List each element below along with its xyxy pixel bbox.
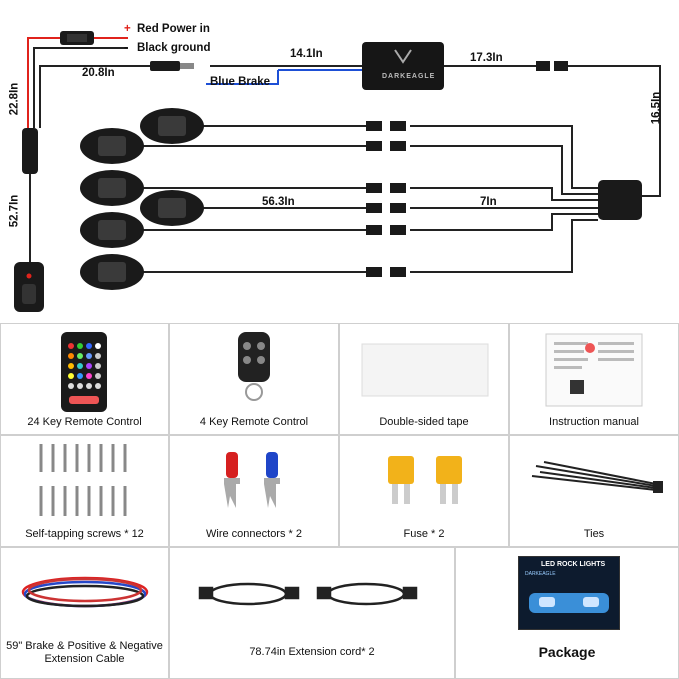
manual-icon [545, 333, 643, 407]
item-label: Double-sided tape [379, 416, 469, 428]
plus-sign: + [124, 23, 131, 35]
brand-label: DARKEAGLE [382, 73, 436, 80]
item-ties: Ties [509, 435, 679, 547]
item-label: 4 Key Remote Control [199, 416, 309, 428]
length-label-52-7: 52.7In [8, 194, 21, 228]
item-instruction-manual: Instruction manual [509, 323, 679, 435]
item-label: Package [538, 644, 596, 660]
item-extension-cord: 78.74in Extension cord* 2 [169, 547, 455, 679]
keyfob-icon [238, 332, 270, 401]
length-label-56-3: 56.3In [262, 196, 295, 208]
package-brand: DARKEAGLE [525, 571, 556, 577]
power-switch [14, 262, 44, 312]
minus-sign: - [124, 42, 128, 54]
length-label-7: 7In [480, 196, 497, 208]
dc-plug [150, 61, 194, 71]
extension-cable-icon [21, 576, 149, 608]
remote-24key-icon [61, 332, 107, 412]
screws-icon [39, 444, 127, 516]
control-box [362, 42, 444, 90]
rock-light-pods [80, 108, 204, 290]
item-4key-remote: 4 Key Remote Control [169, 323, 339, 435]
ground-label: Black ground [137, 42, 211, 54]
item-package: LED ROCK LIGHTS DARKEAGLE Package [455, 547, 679, 679]
item-label: Fuse * 2 [403, 528, 445, 540]
splitter-hub [598, 180, 642, 220]
item-label: Self-tapping screws * 12 [25, 528, 144, 540]
item-label: 59" Brake & Positive & Negative Extensio… [6, 640, 163, 665]
light-pods [140, 125, 598, 273]
inline-fuse [60, 31, 94, 45]
extension-cord-icon [198, 582, 418, 606]
power-label: Red Power in [137, 23, 210, 35]
item-fuse: Fuse * 2 [339, 435, 509, 547]
item-double-sided-tape: Double-sided tape [339, 323, 509, 435]
length-label-22-8: 22.8In [8, 82, 21, 116]
plug-connector [536, 61, 568, 71]
item-label: Wire connectors * 2 [206, 528, 302, 540]
cable-ties-icon [531, 461, 663, 493]
wire-connector-icon [224, 452, 280, 508]
power-wire [27, 37, 128, 128]
brake-wire-blue [206, 69, 362, 85]
wiring-diagram-svg [14, 31, 661, 312]
package-box-icon: LED ROCK LIGHTS DARKEAGLE [518, 556, 620, 630]
length-label-17-3: 17.3In [470, 52, 503, 64]
item-label: 78.74in Extension cord* 2 [249, 646, 375, 658]
dc-plug-wire [39, 65, 150, 128]
item-label: Ties [583, 528, 605, 540]
hub-feed-wire [568, 65, 661, 197]
length-label-14-1: 14.1In [290, 48, 323, 60]
length-label-20-8: 20.8In [82, 67, 115, 79]
tape-icon [361, 343, 489, 397]
item-extension-cable: 59" Brake & Positive & Negative Extensio… [0, 547, 169, 679]
inline-connector [22, 128, 38, 174]
ground-wire [33, 47, 128, 128]
item-24key-remote: 24 Key Remote Control [0, 323, 169, 435]
item-screws: Self-tapping screws * 12 [0, 435, 169, 547]
item-wire-connectors: Wire connectors * 2 [169, 435, 339, 547]
package-title: LED ROCK LIGHTS [541, 561, 606, 568]
item-label: 24 Key Remote Control [27, 416, 142, 428]
brake-label: Blue Brake [210, 76, 271, 88]
fuse-icon [388, 456, 462, 504]
item-label: Instruction manual [549, 416, 639, 428]
pod-connectors [366, 121, 406, 277]
length-label-16-5: 16.5In [650, 91, 663, 125]
wiring-diagram: + Red Power in - Black ground 20.8In 14.… [0, 0, 679, 320]
